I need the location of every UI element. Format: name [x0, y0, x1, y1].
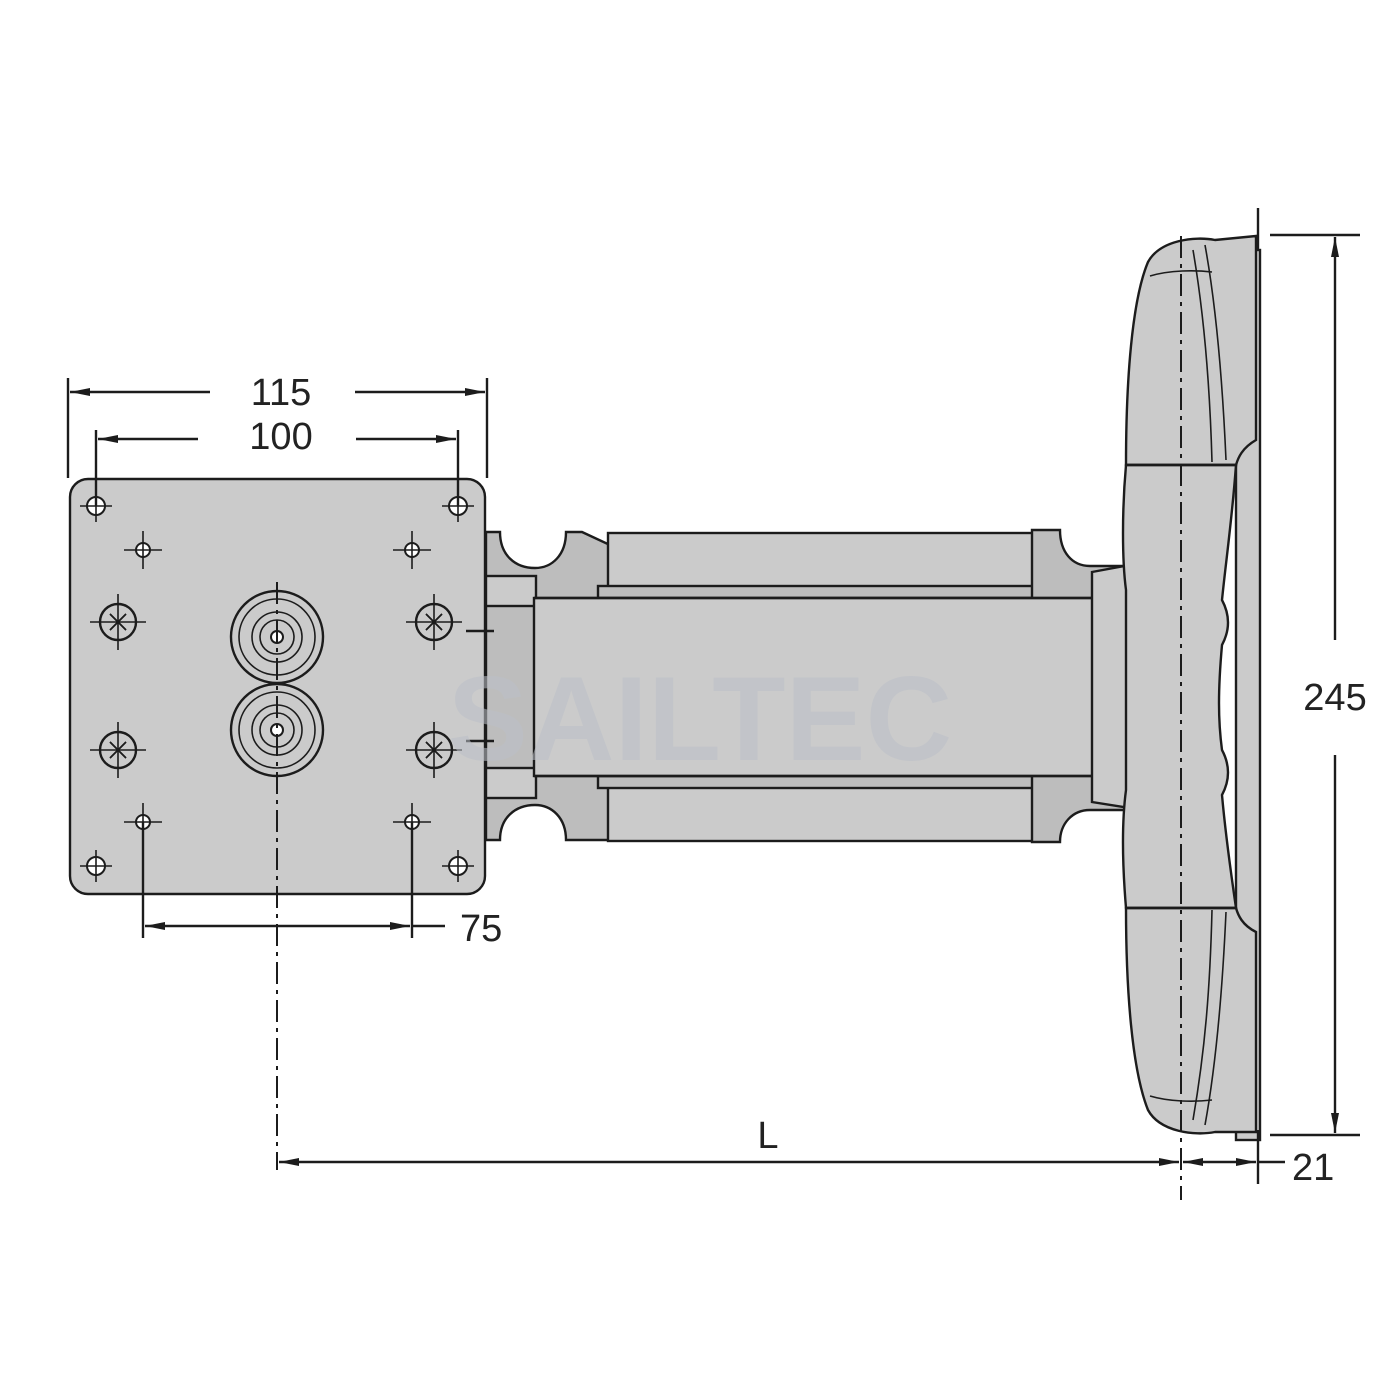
- mounting-plate: [68, 477, 494, 1170]
- corner-hole: [442, 850, 474, 882]
- foot-lower-pad: [1124, 906, 1258, 1135]
- center-boss-lower: [229, 682, 325, 778]
- dimension-label-21: 21: [1292, 1147, 1334, 1189]
- arm-assembly: [484, 528, 1144, 844]
- corner-hole: [80, 850, 112, 882]
- arm-upper-rail: [606, 531, 1036, 593]
- arm-rear-clip-top: [484, 574, 538, 608]
- dimension-foot-depth: 21: [1183, 1130, 1334, 1189]
- brand-watermark: SAILTEC: [448, 652, 952, 786]
- screw-icon: [90, 594, 146, 650]
- dimension-inner-spacing: 75: [141, 822, 502, 950]
- dimension-label-100: 100: [249, 416, 312, 458]
- foot-assembly: [1121, 234, 1262, 1200]
- arm-center-tube: [532, 596, 1142, 778]
- inner-hole: [124, 531, 162, 569]
- screw-icon: [90, 722, 146, 778]
- dimension-arm-length: L: [279, 1115, 1179, 1166]
- foot-upright: [1121, 463, 1238, 910]
- inner-hole: [393, 531, 431, 569]
- dimension-label-75: 75: [460, 908, 502, 950]
- dimension-label-245: 245: [1303, 677, 1366, 719]
- dimension-hole-spacing: 100: [94, 416, 460, 506]
- arm-upper-rail-lip: [596, 584, 1046, 600]
- dimension-label-115: 115: [251, 372, 312, 414]
- dimension-foot-height: 245: [1256, 208, 1367, 1137]
- arm-lower-rail: [606, 781, 1036, 843]
- dimension-label-l: L: [757, 1115, 778, 1157]
- screw-icon: [406, 594, 462, 650]
- dimension-plate-width: 115: [66, 372, 489, 478]
- screw-icon: [406, 722, 462, 778]
